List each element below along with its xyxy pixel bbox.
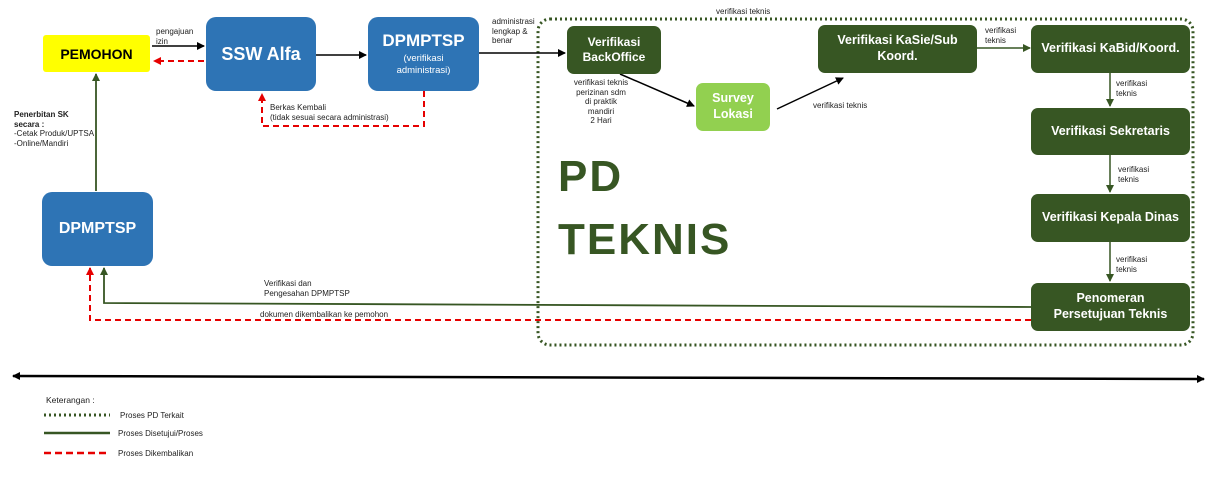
node-penomeran-label: Penomeran Persetujuan Teknis: [1053, 291, 1168, 321]
label-backoffice-note-line: mandiri: [587, 106, 615, 116]
pd-teknis-region: [536, 17, 1195, 347]
label-backoffice-note-line: di praktik: [584, 97, 617, 106]
node-pemohon: PEMOHON: [43, 35, 150, 72]
label-pengajuan-izin-line: pengajuan: [156, 27, 194, 36]
label-berkas-kembali-line: (tidak sesuai secara administrasi): [270, 112, 389, 122]
label-berkas-kembali: Berkas Kembali (tidak sesuai secara admi…: [270, 103, 389, 122]
node-verifikasi-kasie: Verifikasi KaSie/Sub Koord.: [818, 25, 977, 73]
node-pemohon-label: PEMOHON: [60, 45, 133, 62]
arrow-backoffice-survey: [619, 73, 695, 107]
node-survey-lokasi: Survey Lokasi: [696, 83, 770, 131]
legend-label-dashed: Proses Dikembalikan: [118, 449, 194, 458]
node-verifikasi-kabid: Verifikasi KaBid/Koord.: [1031, 25, 1190, 73]
label-verifikasi-teknis-top: verifikasi teknis: [716, 7, 771, 16]
label-kasie-to-kabid-line: teknis: [985, 35, 1006, 45]
label-backoffice-note-line: perizinan sdm: [576, 87, 626, 97]
label-sekretaris-to-kadin-line: teknis: [1118, 174, 1139, 184]
label-administrasi-line: administrasi: [492, 17, 535, 26]
label-kabid-to-sekretaris-line: teknis: [1116, 88, 1137, 98]
label-pengajuan-izin-line: izin: [156, 36, 169, 46]
node-verifikasi-kepala-dinas-label: Verifikasi Kepala Dinas: [1042, 210, 1179, 225]
label-kasie-to-kabid-line: verifikasi: [985, 26, 1017, 35]
label-administrasi-line: lengkap &: [492, 26, 528, 36]
label-kadin-to-penomeran: verifikasi teknis: [1116, 255, 1147, 274]
label-survey-to-kasie: verifikasi teknis: [813, 101, 868, 110]
node-verifikasi-sekretaris-label: Verifikasi Sekretaris: [1051, 123, 1170, 138]
node-verifikasi-kabid-label: Verifikasi KaBid/Koord.: [1041, 41, 1180, 56]
pd-teknis-title-line1: PD: [558, 152, 624, 201]
label-penerbitan-item: -Cetak Produk/UPTSA: [14, 129, 95, 138]
label-penerbitan-sk: Penerbitan SK secara : -Cetak Produk/UPT…: [14, 110, 94, 148]
label-dokumen-dikembalikan: dokumen dikembalikan ke pemohon: [260, 310, 389, 319]
arrow-survey-kasie: [776, 77, 844, 110]
node-verifikasi-backoffice: Verifikasi BackOffice: [567, 26, 661, 74]
node-verifikasi-kasie-label: Verifikasi KaSie/Sub Koord.: [837, 33, 958, 63]
label-penerbitan-title-line: secara :: [14, 119, 45, 129]
node-verifikasi-kepala-dinas: Verifikasi Kepala Dinas: [1031, 194, 1190, 242]
node-dpmptsp-bottom-label: DPMPTSP: [58, 220, 137, 237]
node-ssw-alfa: SSW Alfa: [206, 17, 316, 91]
pd-teknis-title-line2: TEKNIS: [558, 215, 732, 264]
node-penomeran: Penomeran Persetujuan Teknis: [1031, 283, 1190, 331]
label-verifikasi-pengesahan-line: Verifikasi dan: [264, 279, 312, 288]
node-ssw-alfa-label: SSW Alfa: [221, 43, 301, 64]
label-sekretaris-to-kadin-line: verifikasi: [1118, 165, 1150, 174]
label-kadin-to-penomeran-line: verifikasi: [1116, 255, 1148, 264]
legend-title: Keterangan :: [46, 395, 95, 405]
arrow-penomeran-dpmptsp: [100, 267, 1032, 308]
label-administrasi: administrasi lengkap & benar: [492, 17, 535, 46]
label-verifikasi-pengesahan: Verifikasi dan Pengesahan DPMPTSP: [264, 279, 350, 298]
label-sekretaris-to-kadin: verifikasi teknis: [1118, 165, 1149, 184]
label-berkas-kembali-line: Berkas Kembali: [270, 103, 327, 112]
label-backoffice-note: verifikasi teknis perizinan sdm di prakt…: [568, 78, 634, 126]
node-verifikasi-sekretaris: Verifikasi Sekretaris: [1031, 108, 1190, 155]
node-dpmptsp-verifikasi: DPMPTSP (verifikasi administrasi): [368, 17, 479, 91]
label-kabid-to-sekretaris-line: verifikasi: [1116, 79, 1148, 88]
node-survey-lokasi-label: Survey Lokasi: [712, 91, 754, 121]
label-kasie-to-kabid: verifikasi teknis: [985, 26, 1016, 45]
legend-label-dotted: Proses PD Terkait: [120, 411, 184, 420]
label-verifikasi-pengesahan-line: Pengesahan DPMPTSP: [264, 288, 350, 298]
label-backoffice-note-line: 2 Hari: [590, 116, 612, 125]
label-kabid-to-sekretaris: verifikasi teknis: [1116, 79, 1147, 98]
label-administrasi-line: benar: [492, 36, 513, 45]
label-penerbitan-title-line: Penerbitan SK: [14, 110, 69, 119]
node-dpmptsp-title: DPMPTSP: [382, 30, 465, 50]
arrow-dokumen-dikembalikan: [86, 267, 1031, 321]
label-penerbitan-item: -Online/Mandiri: [14, 138, 69, 148]
label-kadin-to-penomeran-line: teknis: [1116, 264, 1137, 274]
label-pengajuan-izin: pengajuan izin: [156, 27, 193, 46]
legend-label-solid: Proses Disetujui/Proses: [118, 429, 203, 438]
node-verifikasi-backoffice-label: Verifikasi BackOffice: [582, 35, 646, 64]
node-dpmptsp-bottom: DPMPTSP: [42, 192, 153, 266]
arrow-berkas-kembali: [258, 91, 425, 127]
timeline-arrow: [12, 372, 1205, 383]
label-backoffice-note-line: verifikasi teknis: [573, 78, 629, 87]
node-dpmptsp-sub: (verifikasi administrasi): [396, 52, 451, 76]
